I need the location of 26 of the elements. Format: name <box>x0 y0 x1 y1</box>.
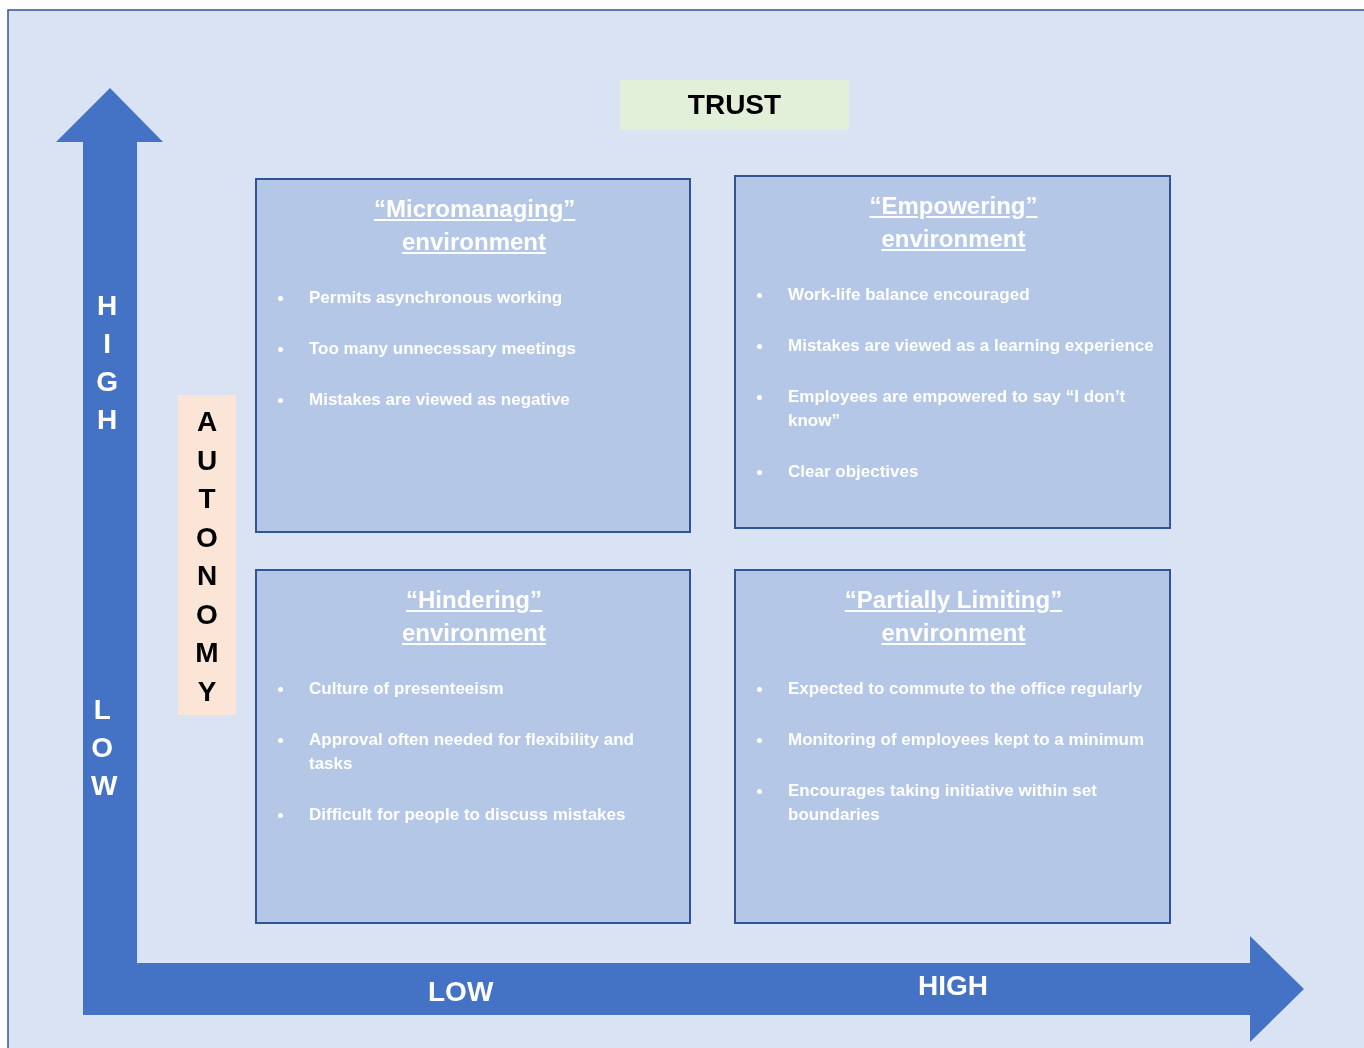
quadrant-heading: “Empowering” environment <box>868 191 1039 254</box>
bullet-text: Mistakes are viewed as negative <box>309 390 570 409</box>
quadrant-box <box>255 178 691 533</box>
bullet-text: Approval often needed for flexibility and tasks <box>309 730 634 773</box>
axis-label: LOW <box>428 976 494 1008</box>
bullet-text: Monitoring of employees kept to a minimum <box>788 730 1145 749</box>
quadrant-heading: “Micromanaging” environment <box>374 194 574 257</box>
bullet-text: Difficult for people to discuss mistakes <box>309 805 626 824</box>
bullet-text: Employees are empowered to say “I don’t know” <box>788 387 1126 430</box>
quadrant-box <box>255 569 691 924</box>
quadrant-box <box>734 569 1171 924</box>
axis-label: HIGH <box>918 970 988 1002</box>
axis-title-box: AUTONOMY <box>178 395 236 715</box>
bullet-text: Too many unnecessary meetings <box>309 339 577 358</box>
bullet-text: Permits asynchronous working <box>309 288 563 307</box>
bullet-text: Culture of presenteeism <box>309 679 504 698</box>
bullet-text: Encourages taking initiative within set boundaries <box>788 781 1097 824</box>
quadrant-heading: “Hindering” environment <box>401 585 547 648</box>
bullet-text: Mistakes are viewed as a learning experience <box>788 336 1154 355</box>
quadrant-box <box>734 175 1171 529</box>
bullet-text: Clear objectives <box>788 462 919 481</box>
bullet-text: Work-life balance encouraged <box>788 285 1030 304</box>
quadrant-heading: “Partially Limiting” environment <box>843 585 1064 648</box>
axis-label: HIGH <box>96 289 119 437</box>
bullet-text: Expected to commute to the office regularly <box>788 679 1143 698</box>
title-box: TRUST <box>620 80 849 130</box>
